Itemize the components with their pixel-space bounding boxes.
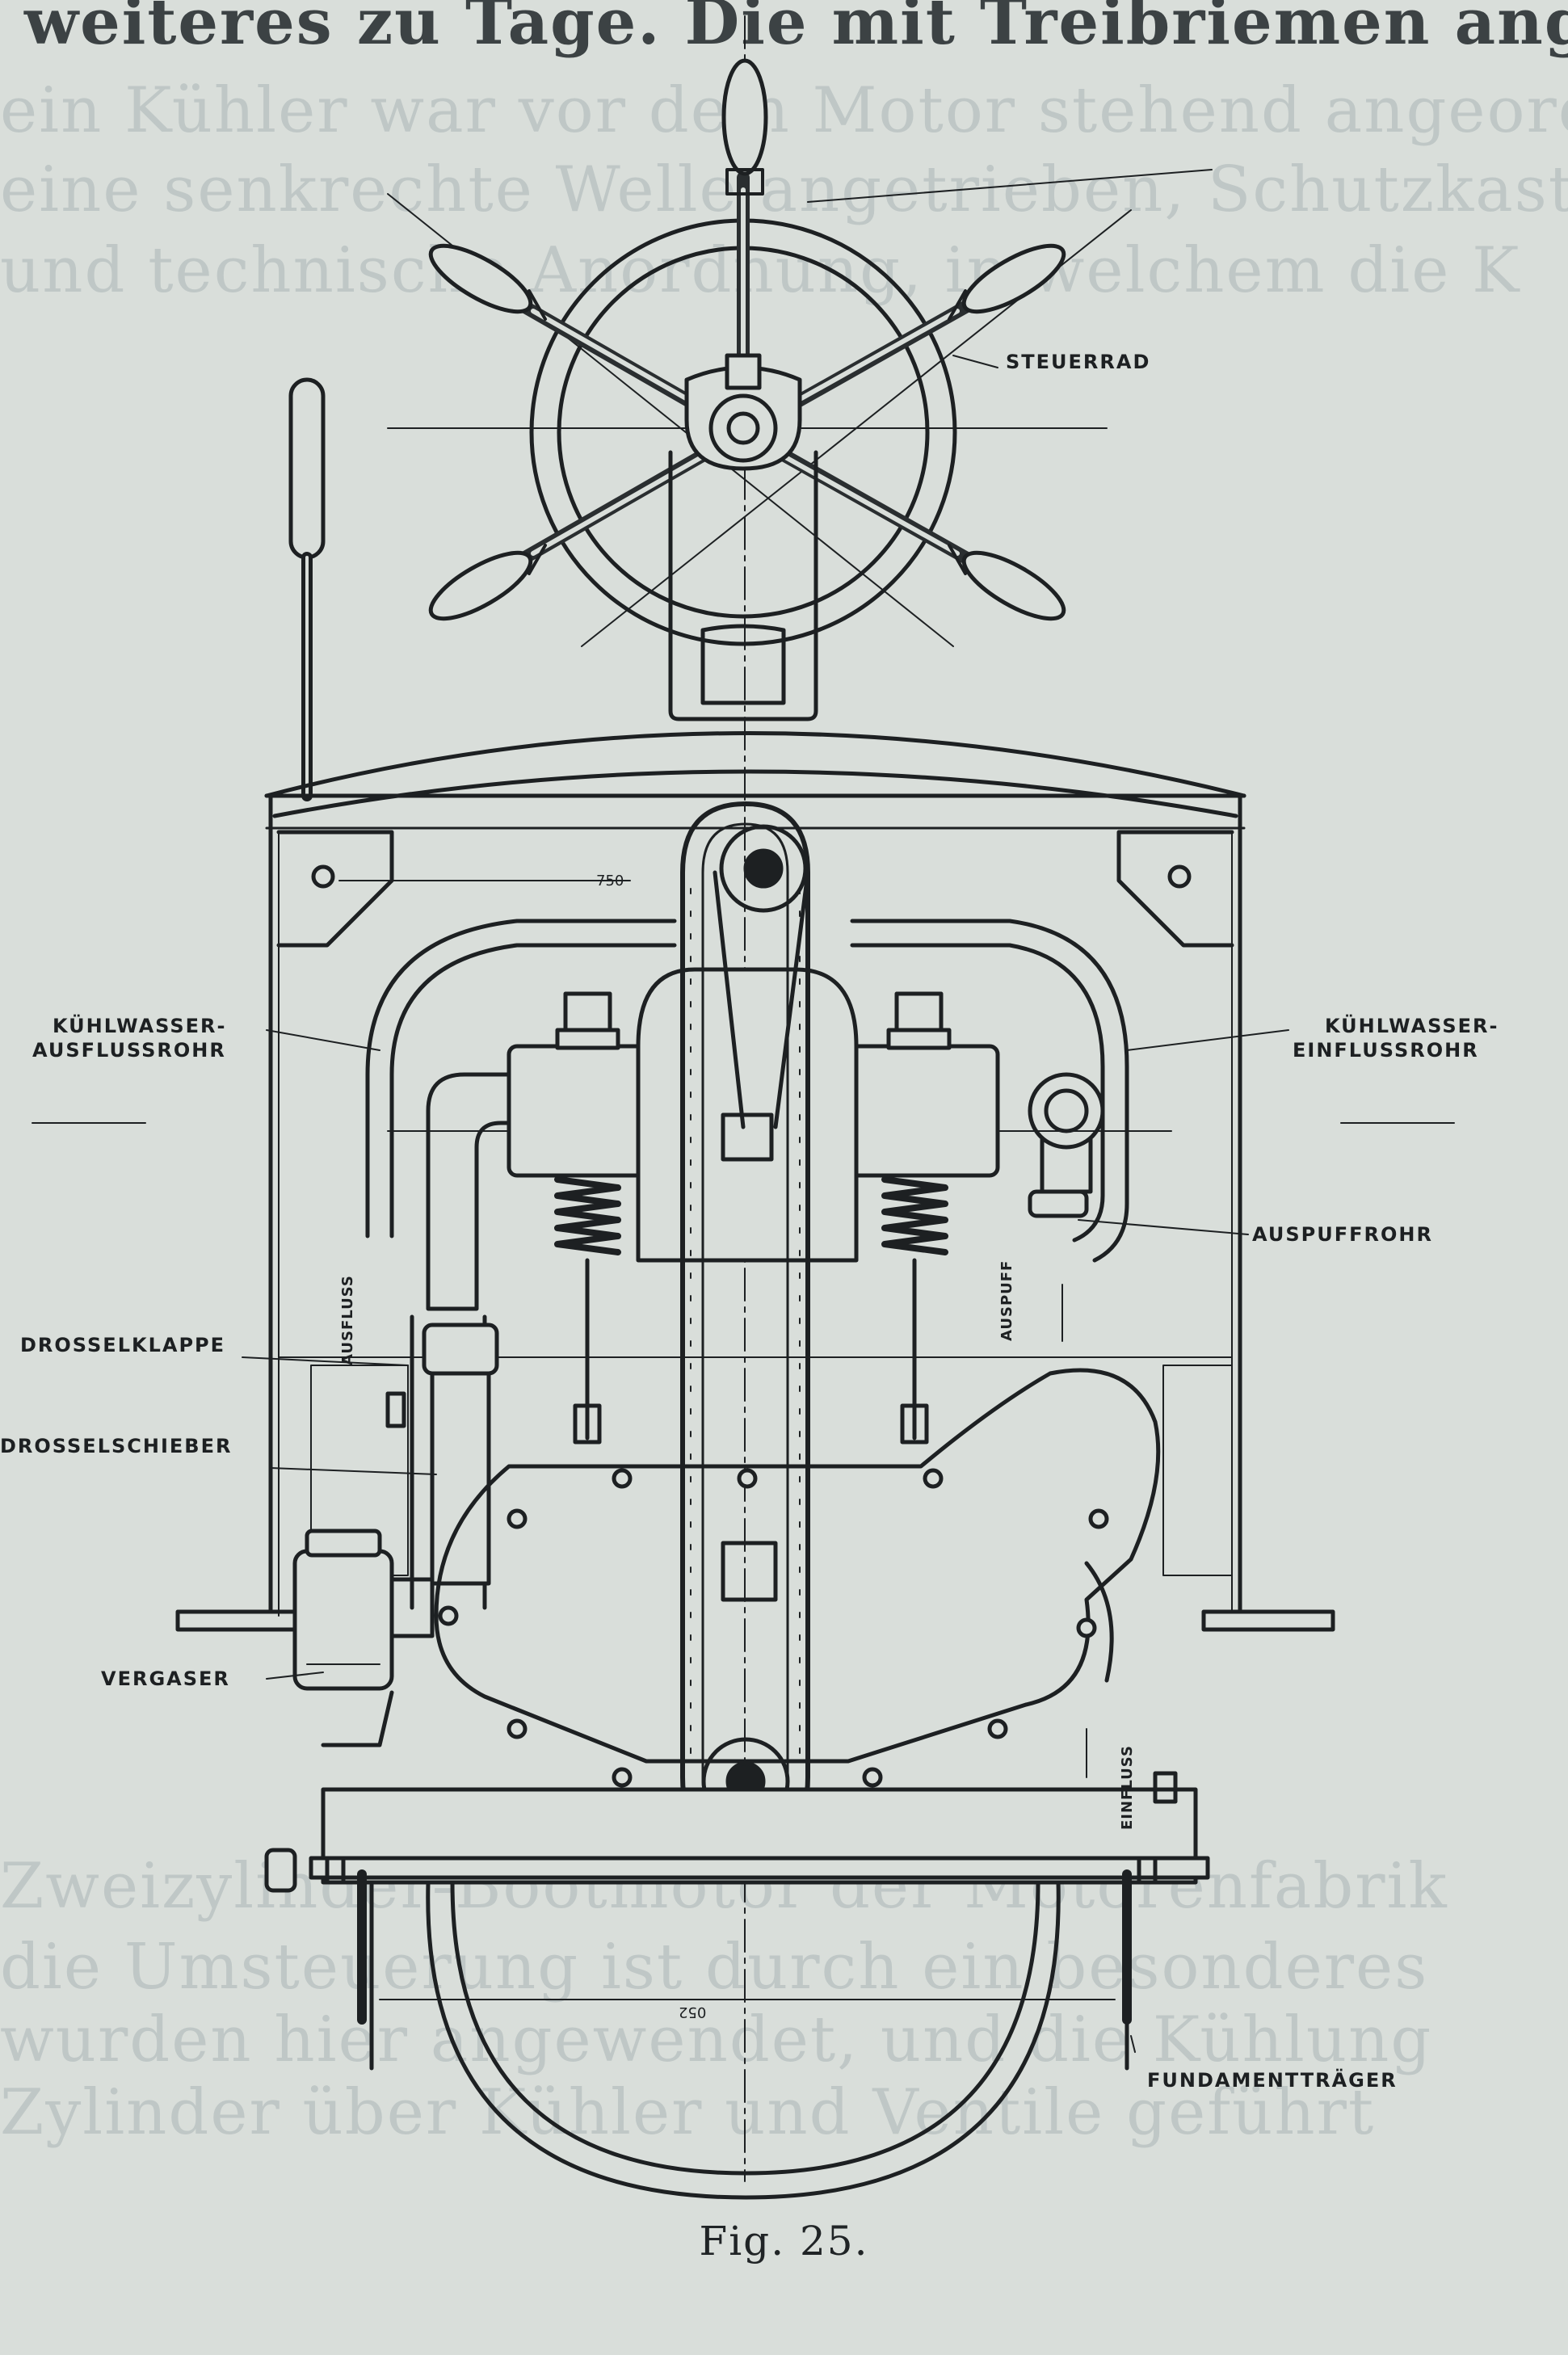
engine-hood [264,731,1246,830]
carburettor [292,1391,435,1747]
cooling-pipes [365,919,1129,1263]
dimension-top: 750 [596,873,624,889]
bleed-line-4: und technische Anordnung, in welchem die… [0,234,1521,307]
crankcase [434,1368,1161,1788]
label-kuehlwasser-ein-1: KÜHLWASSER- [1325,1015,1499,1037]
lever [288,377,326,801]
label-fundamenttraeger: FUNDAMENTTRÄGER [1147,2069,1398,2092]
dimension-bottom: 052 [679,2004,707,2021]
label-ausfluss-vertical: AUSFLUSS [339,1275,356,1365]
label-auspuffrohr: AUSPUFFROHR [1252,1223,1433,1246]
label-drosselschieber: DROSSELSCHIEBER [0,1435,233,1457]
bleed-low-line-3: wurden hier angewendet, und die Kühlung [0,2004,1433,2076]
base [264,1771,1210,2200]
label-drosselklappe: DROSSELKLAPPE [20,1334,226,1356]
cylinders [410,967,1105,1610]
label-kuehlwasser-aus-1: KÜHLWASSER- [53,1015,227,1037]
bleed-line-3: eine senkrechte Welle angetrieben, Schut… [0,153,1568,226]
leader-lines [242,355,1289,2053]
label-einfluss-vertical: EINFLUSS [1119,1745,1136,1830]
bleed-line-2: ein Kühler war vor dem Motor stehend ang… [0,74,1568,147]
label-vergaser: VERGASER [101,1667,230,1690]
bleed-low-line-2: die Umsteuerung ist durch ein besonderes [0,1931,1429,2004]
steering-wheel [428,58,1066,721]
label-auspuff-vertical: AUSPUFF [998,1260,1015,1341]
label-kuehlwasser-aus-2: AUSFLUSSROHR [32,1039,226,1062]
label-kuehlwasser-ein-2: EINFLUSSROHR [1293,1039,1479,1062]
label-steuerrad: STEUERRAD [1006,351,1151,373]
figure-caption: Fig. 25. [699,2218,869,2265]
bleed-low-line-4: Zylinder über Kühler und Ventile geführt [0,2076,1376,2149]
bleed-line-1: weiteres zu Tage. Die mit Treibriemen an… [24,0,1568,59]
